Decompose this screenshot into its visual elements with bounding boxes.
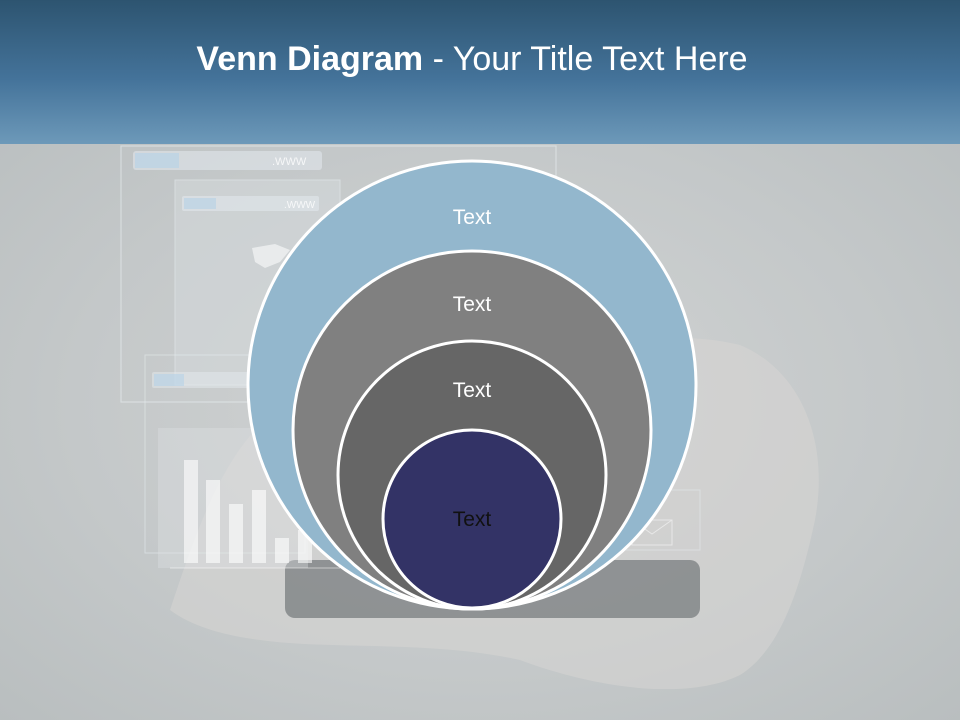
bg-bar <box>206 480 220 563</box>
bg-bar <box>229 504 243 563</box>
venn-circle-4 <box>381 428 563 610</box>
title-bold: Venn Diagram <box>196 40 424 78</box>
url-bar-2 <box>182 196 319 211</box>
title-rest: - Your Title Text Here <box>423 40 748 78</box>
venn-circle-2-label: Text <box>453 293 492 316</box>
url-text-2: .WWW <box>284 200 316 211</box>
slide-title: Venn Diagram - Your Title Text Here <box>0 40 944 79</box>
world-map-shape <box>252 244 290 268</box>
title-bar: Venn Diagram - Your Title Text Here <box>0 0 960 144</box>
venn-circle-4-label: Text <box>453 508 492 531</box>
bg-bar <box>252 490 266 563</box>
url-text-1: .WWW <box>272 156 307 168</box>
venn-circle-1-label: Text <box>453 206 492 229</box>
venn-circle-3-label: Text <box>453 379 492 402</box>
bg-bar <box>275 538 289 563</box>
bg-bar <box>184 460 198 563</box>
url-bar-1 <box>133 151 322 170</box>
